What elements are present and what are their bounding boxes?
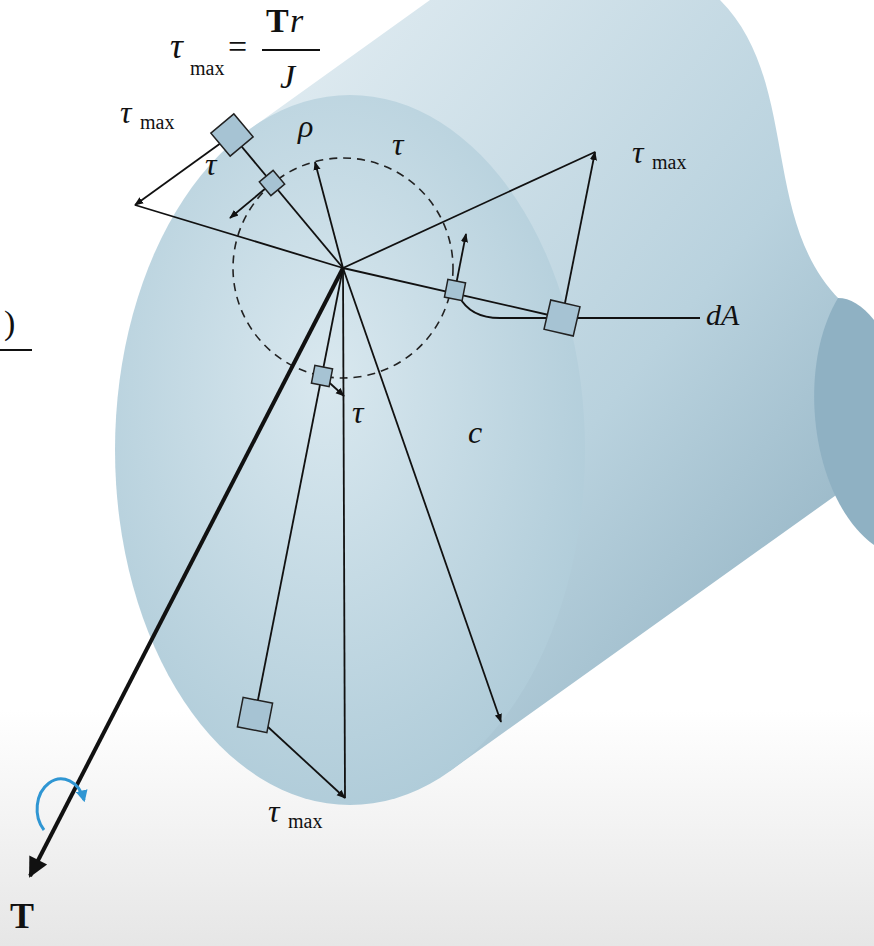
fraction-bar [262, 49, 320, 51]
area-element [444, 279, 465, 300]
formula-symbol: τ [170, 28, 183, 64]
formula-symbol: r [290, 4, 303, 38]
radius-label: ρ [298, 110, 313, 142]
stress-subscript: max [140, 112, 174, 132]
area-element [211, 114, 253, 156]
radius-line [255, 268, 343, 715]
radius-line [343, 268, 562, 318]
stress-arrows [135, 135, 700, 798]
formula-symbol: T [266, 4, 289, 38]
area-elements [211, 114, 580, 733]
shaft-break [814, 298, 874, 545]
tau-max-arrow [135, 135, 232, 205]
rotation-arrow [37, 779, 84, 830]
stress-lines [135, 135, 595, 798]
torque-vector [30, 268, 343, 876]
formula-subscript: max [190, 58, 224, 78]
area-element [237, 697, 272, 732]
stress-label: τ [392, 128, 403, 160]
fraction-bar [0, 349, 32, 351]
stress-label: τ [120, 96, 131, 128]
stress-profile-line [343, 268, 345, 798]
formula-symbol: J [280, 60, 295, 94]
rho-dimension [315, 162, 343, 268]
stress-profile-line [135, 205, 343, 268]
stress-label: τ [632, 136, 643, 168]
stress-label: τ [268, 795, 279, 827]
tau-max-arrow [562, 152, 595, 318]
c-dimension [343, 268, 501, 722]
stress-profile-line [343, 152, 595, 268]
area-label: dA [706, 300, 739, 330]
formula-operator: = [228, 30, 247, 64]
formula-fragment: ) [4, 306, 15, 340]
area-element [544, 300, 580, 336]
stress-label: τ [205, 148, 216, 180]
radius-label: c [468, 416, 482, 448]
area-element [259, 170, 284, 195]
stress-label: τ [352, 396, 363, 428]
stress-subscript: max [288, 811, 322, 831]
area-element [311, 365, 332, 386]
shaft-face [115, 95, 585, 805]
stress-subscript: max [652, 152, 686, 172]
torque-label: T [10, 898, 34, 934]
